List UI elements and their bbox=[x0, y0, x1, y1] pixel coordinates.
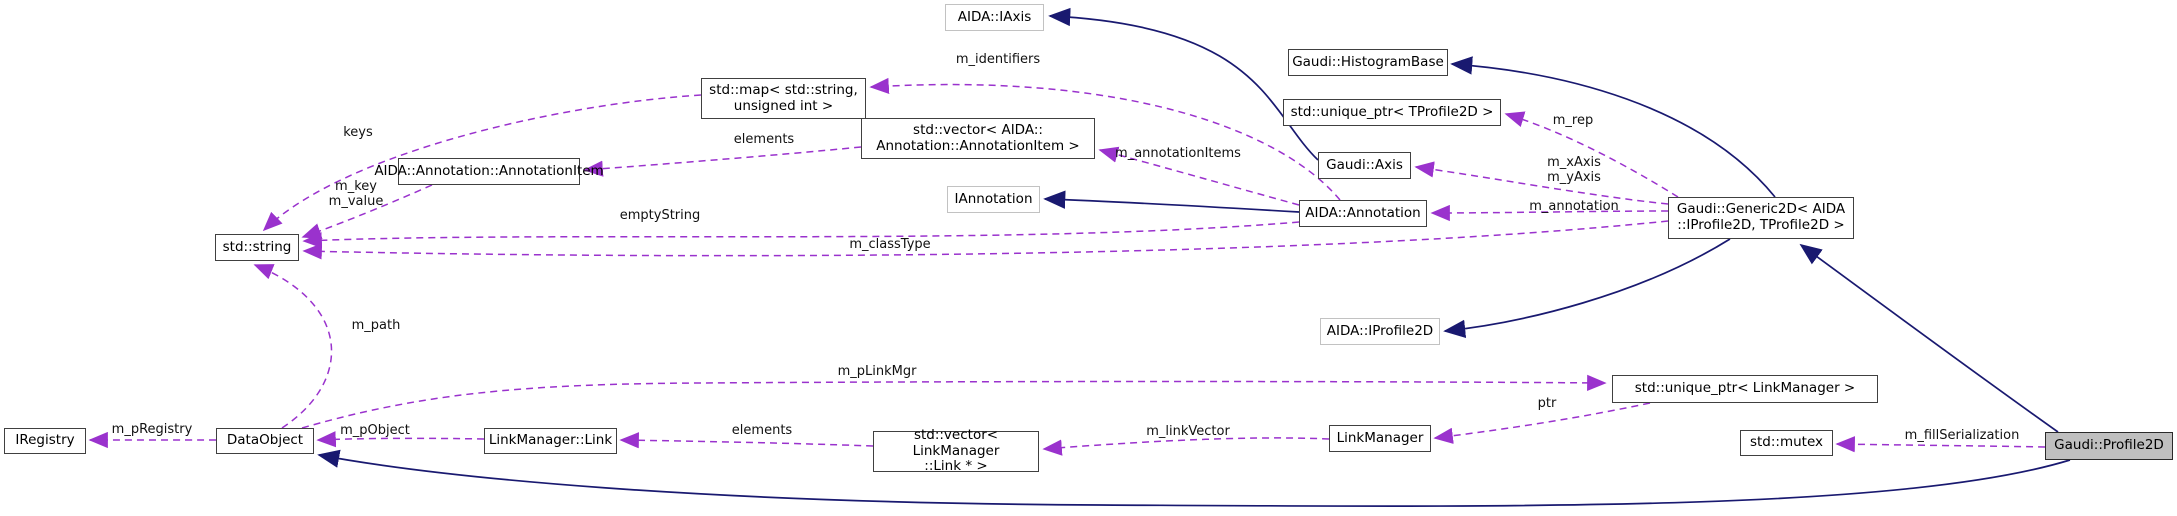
node-aida-annotation[interactable]: AIDA::Annotation bbox=[1299, 200, 1427, 227]
edge-m-fillserialization bbox=[1835, 436, 2046, 453]
node-annotationitem[interactable]: AIDA::Annotation::AnnotationItem bbox=[374, 158, 604, 185]
node-unique-ptr-tprofile2d[interactable]: std::unique_ptr< TProfile2D > bbox=[1283, 99, 1501, 126]
edge-label-m-pobject: m_pObject bbox=[340, 423, 410, 438]
node-aida-iprofile2d[interactable]: AIDA::IProfile2D bbox=[1320, 318, 1440, 345]
edge-label-m-xaxis-m-yaxis: m_xAxis m_yAxis bbox=[1547, 155, 1601, 185]
node-std-string[interactable]: std::string bbox=[215, 234, 299, 261]
edge-label-m-pregistry: m_pRegistry bbox=[111, 422, 193, 437]
edge-label-m-key-m-value: m_key m_value bbox=[328, 179, 384, 209]
node-label: std::mutex bbox=[1749, 434, 1824, 451]
node-label: Gaudi::Axis bbox=[1326, 156, 1403, 173]
node-std-mutex[interactable]: std::mutex bbox=[1740, 430, 1833, 456]
edge-elements-annotationitems bbox=[583, 146, 862, 177]
node-iregistry[interactable]: IRegistry bbox=[4, 428, 86, 454]
edge-m-path bbox=[253, 264, 333, 429]
edge-m-classtype bbox=[302, 220, 1669, 260]
node-gaudi-generic2d[interactable]: Gaudi::Generic2D< AIDA ::IProfile2D, TPr… bbox=[1668, 197, 1854, 239]
edge-generic2d-inherits-histogrambase bbox=[1450, 56, 1776, 198]
edge-label-elements-top: elements bbox=[733, 132, 795, 147]
node-vector-annotationitem[interactable]: std::vector< AIDA:: Annotation::Annotati… bbox=[861, 118, 1095, 159]
edge-ptr bbox=[1433, 402, 1651, 444]
edge-label-m-plinkmgr: m_pLinkMgr bbox=[837, 364, 917, 379]
node-label: std::string bbox=[222, 238, 292, 255]
node-label: Gaudi::HistogramBase bbox=[1292, 53, 1444, 70]
node-label: std::map< std::string, unsigned int > bbox=[709, 81, 858, 114]
edge-m-linkvector bbox=[1042, 437, 1330, 456]
node-label: IAnnotation bbox=[954, 190, 1033, 207]
edge-m-annotation bbox=[1430, 204, 1669, 222]
edge-label-m-rep: m_rep bbox=[1552, 113, 1594, 128]
edge-m-xaxis-m-yaxis bbox=[1414, 161, 1669, 205]
edge-label-keys: keys bbox=[343, 125, 373, 140]
node-unique-ptr-linkmanager[interactable]: std::unique_ptr< LinkManager > bbox=[1612, 375, 1878, 403]
edge-axis-inherits-iaxis bbox=[1048, 7, 1319, 161]
edge-label-m-linkvector: m_linkVector bbox=[1146, 424, 1230, 439]
node-label: AIDA::Annotation bbox=[1305, 204, 1421, 221]
node-vector-linkmanager-link[interactable]: std::vector< LinkManager ::Link * > bbox=[873, 427, 1039, 474]
node-label: LinkManager bbox=[1336, 429, 1424, 446]
node-label: LinkManager::Link bbox=[488, 432, 613, 449]
node-label: DataObject bbox=[226, 432, 304, 449]
node-label: Gaudi::Generic2D< AIDA ::IProfile2D, TPr… bbox=[1676, 201, 1846, 233]
edge-label-m-annotation: m_annotation bbox=[1529, 199, 1619, 214]
edge-m-key-m-value bbox=[301, 184, 433, 239]
node-aida-iaxis[interactable]: AIDA::IAxis bbox=[945, 4, 1044, 31]
edge-label-m-identifiers: m_identifiers bbox=[955, 52, 1041, 67]
edge-generic2d-inherits-iprofile2d bbox=[1443, 238, 1731, 339]
node-linkmanager-link[interactable]: LinkManager::Link bbox=[484, 428, 617, 454]
node-linkmanager[interactable]: LinkManager bbox=[1329, 425, 1431, 452]
node-dataobject[interactable]: DataObject bbox=[216, 428, 314, 454]
node-gaudi-profile2d[interactable]: Gaudi::Profile2D bbox=[2045, 432, 2173, 460]
node-label: IRegistry bbox=[15, 432, 75, 449]
node-label: Gaudi::Profile2D bbox=[2054, 437, 2164, 454]
node-gaudi-axis[interactable]: Gaudi::Axis bbox=[1318, 152, 1411, 179]
edge-label-elements-bottom: elements bbox=[731, 423, 793, 438]
edge-elements-links bbox=[619, 432, 874, 449]
edge-profile2d-inherits-dataobject bbox=[317, 449, 2071, 507]
node-label: AIDA::IAxis bbox=[957, 8, 1032, 25]
node-iannotation[interactable]: IAnnotation bbox=[947, 186, 1040, 213]
edge-keys bbox=[262, 94, 702, 232]
edge-m-identifiers bbox=[869, 77, 1341, 201]
edge-profile2d-inherits-generic2d bbox=[1799, 243, 2059, 433]
edge-label-m-fillserialization: m_fillSerialization bbox=[1904, 428, 2020, 443]
node-label: std::vector< LinkManager ::Link * > bbox=[912, 426, 1000, 475]
edge-m-annotationitems bbox=[1098, 146, 1300, 206]
node-std-map[interactable]: std::map< std::string, unsigned int > bbox=[701, 78, 866, 119]
node-label: std::unique_ptr< LinkManager > bbox=[1634, 380, 1856, 397]
node-label: std::unique_ptr< TProfile2D > bbox=[1290, 103, 1494, 120]
edge-label-emptystring: emptyString bbox=[619, 208, 701, 223]
node-label: AIDA::IProfile2D bbox=[1326, 322, 1434, 339]
edge-m-pobject bbox=[316, 431, 485, 448]
node-label: std::vector< AIDA:: Annotation::Annotati… bbox=[876, 121, 1080, 154]
node-gaudi-histogrambase[interactable]: Gaudi::HistogramBase bbox=[1288, 49, 1448, 76]
edge-label-m-path: m_path bbox=[351, 318, 401, 333]
edge-m-rep bbox=[1504, 111, 1679, 198]
node-label: AIDA::Annotation::AnnotationItem bbox=[374, 162, 604, 179]
edge-annotation-inherits-iannotation bbox=[1043, 190, 1300, 213]
edge-label-ptr: ptr bbox=[1537, 396, 1557, 411]
edge-label-m-annotationitems: m_annotationItems bbox=[1115, 146, 1241, 161]
edge-m-plinkmgr bbox=[301, 374, 1607, 429]
edge-emptystring bbox=[302, 221, 1300, 249]
edge-label-m-classtype: m_classType bbox=[849, 237, 931, 252]
